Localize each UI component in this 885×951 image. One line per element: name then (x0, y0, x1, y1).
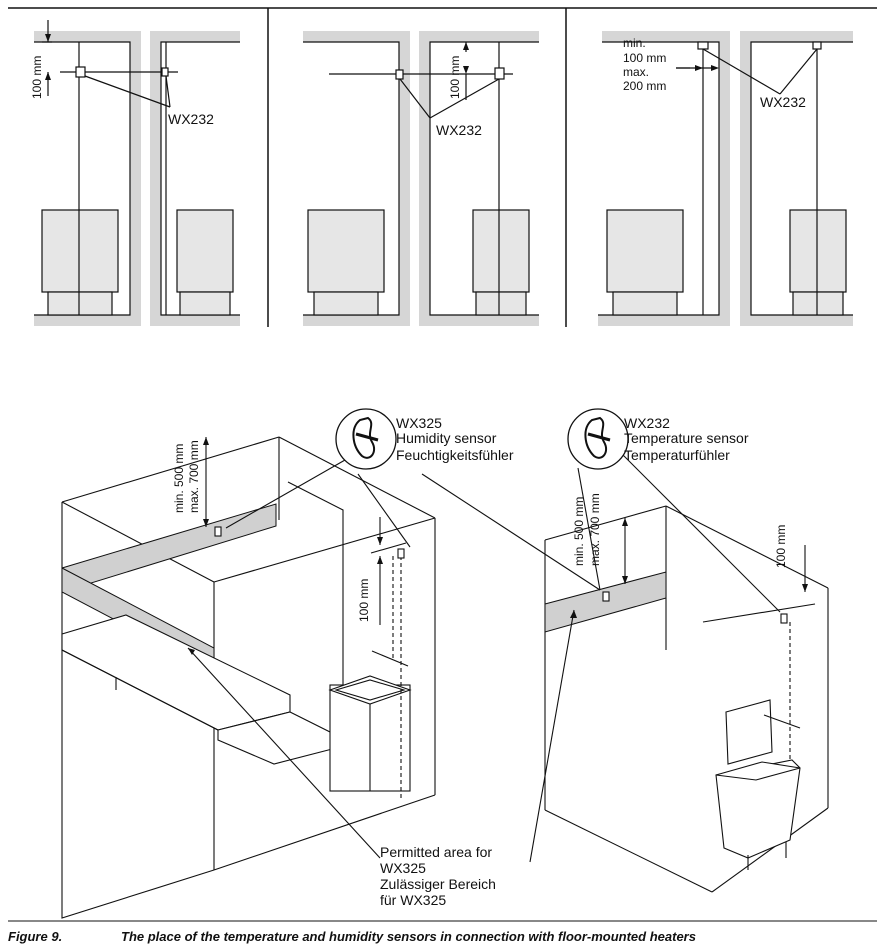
height-band (544, 571, 667, 633)
sensor-label: WX232 (436, 122, 482, 138)
dimension-label: 100 mm (30, 56, 44, 99)
permitted-area-label: Permitted area for WX325 Zulässiger Bere… (380, 844, 496, 908)
heater-front (307, 209, 385, 293)
top-left-panel: 100 mm WX232 (30, 20, 240, 326)
area-line-1: Permitted area for (380, 844, 492, 860)
height-line-2: max. 700 mm (187, 440, 201, 513)
offset-dimension-label: 100 mm (774, 525, 788, 568)
humidity-sensor-label: WX325 Humidity sensor Feuchtigkeitsfühle… (396, 415, 514, 463)
range-line-2: 100 mm (623, 51, 666, 65)
range-line-1: min. (623, 36, 646, 50)
panel-dividers (8, 7, 877, 327)
sensor-line-1: WX325 (396, 415, 442, 431)
sensor-line-1: WX232 (624, 415, 670, 431)
sensor-wx325 (214, 526, 222, 537)
area-line-4: für WX325 (380, 892, 446, 908)
figure-caption: Figure 9. The place of the temperature an… (8, 929, 885, 944)
height-line-2: max. 700 mm (588, 493, 602, 566)
height-dimension-label: min. 500 mm max. 700 mm (572, 493, 602, 566)
height-dimension-label: min. 500 mm max. 700 mm (172, 440, 201, 513)
dimension-label: 100 mm (448, 56, 462, 99)
sensor-wx325-door (397, 548, 405, 559)
sensor-line-3: Feuchtigkeitsfühler (396, 447, 514, 463)
sensor-wx232-front (697, 41, 709, 50)
area-line-3: Zulässiger Bereich (380, 876, 496, 892)
caption-text: The place of the temperature and humidit… (121, 929, 696, 944)
temperature-sensor-label: WX232 Temperature sensor Temperaturfühle… (624, 415, 749, 463)
area-line-2: WX325 (380, 860, 426, 876)
top-middle-panel: 100 mm WX232 (303, 31, 539, 326)
sensor-wx232-side (812, 41, 822, 50)
heater-side (789, 209, 847, 293)
bottom-left-sauna: WX325 Humidity sensor Feuchtigkeitsfühle… (61, 408, 514, 919)
humidity-sensor-icon (335, 408, 397, 470)
bottom-right-sauna: WX232 Temperature sensor Temperaturfühle… (421, 408, 829, 893)
heater-side (472, 209, 530, 293)
sensor-label: WX232 (168, 111, 214, 127)
figure-number: Figure 9. (8, 929, 63, 944)
room-section-left (34, 31, 141, 326)
offset-dimension-label: 100 mm (357, 579, 371, 622)
sensor-line-2: Temperature sensor (624, 430, 749, 446)
sensor-label: WX232 (760, 94, 806, 110)
height-line-1: min. 500 mm (172, 444, 186, 513)
heater-front (41, 209, 119, 293)
sensor-line-2: Humidity sensor (396, 430, 497, 446)
heater-front (606, 209, 684, 293)
sensor-wx232-front (395, 69, 404, 80)
temperature-sensor-icon (567, 408, 629, 470)
range-line-4: 200 mm (623, 79, 666, 93)
heater-side (176, 209, 234, 293)
height-line-1: min. 500 mm (572, 497, 586, 566)
sensor-wx232-front (75, 66, 86, 78)
sensor-line-3: Temperaturfühler (624, 447, 730, 463)
top-right-panel: min. 100 mm max. 200 mm WX232 (598, 31, 853, 326)
sensor-wx232-side (494, 67, 505, 80)
room-section-right (150, 31, 240, 326)
sensor-wx232 (602, 591, 610, 602)
sensor-wx232-side (161, 67, 169, 77)
distance-range-label: min. 100 mm max. 200 mm (623, 36, 666, 93)
range-line-3: max. (623, 65, 649, 79)
sensor-wx232-heater (780, 613, 788, 624)
